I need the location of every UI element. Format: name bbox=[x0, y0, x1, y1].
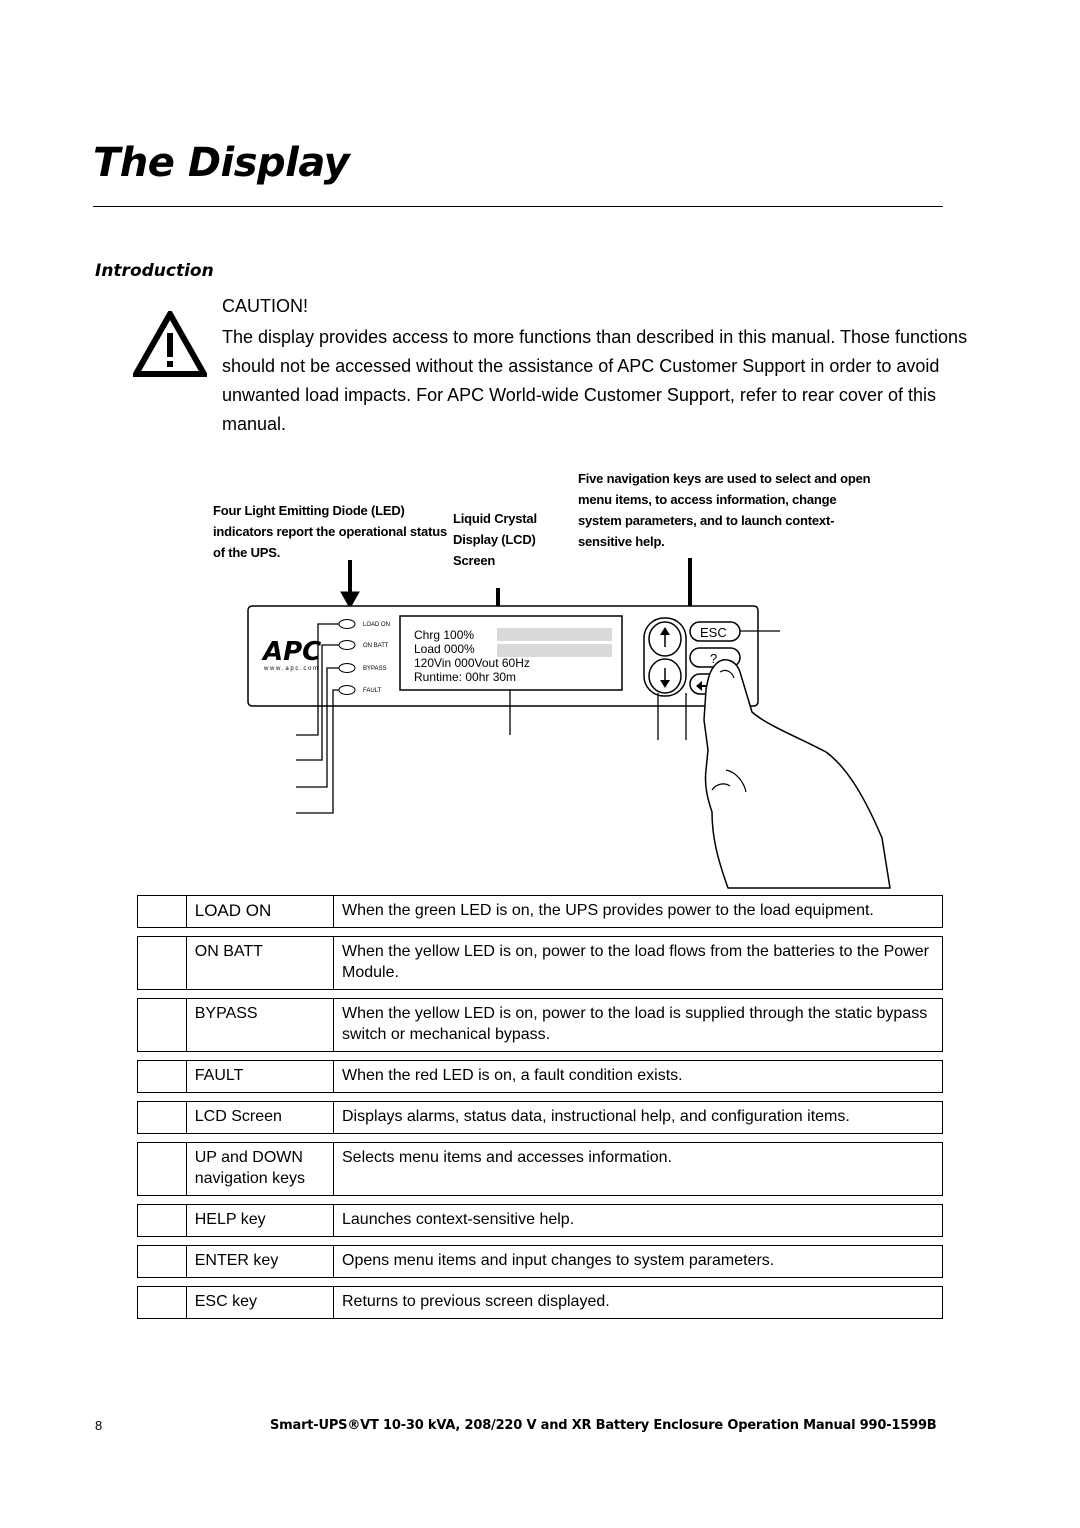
legend-item: LOAD ON bbox=[186, 895, 335, 928]
legend-description-cell: Opens menu items and input changes to sy… bbox=[333, 1245, 943, 1278]
legend-row: ENTER key Opens menu items and input chan… bbox=[137, 1245, 943, 1278]
led-indicators: LOAD ON ON BATT BYPASS FAULT bbox=[338, 619, 390, 695]
legend-description: Opens menu items and input changes to sy… bbox=[342, 1252, 775, 1269]
lcd-line-1: Chrg 100% bbox=[414, 628, 474, 642]
legend-blank-cell bbox=[137, 998, 187, 1052]
front-panel-diagram: APC w w w . a p c . c o m LOAD ON ON BAT… bbox=[247, 558, 891, 889]
down-arrow-icon bbox=[660, 680, 670, 688]
legend-description-cell: Displays alarms, status data, instructio… bbox=[333, 1101, 943, 1134]
title-divider bbox=[93, 206, 943, 207]
lcd-callout: Liquid Crystal Display (LCD) Screen bbox=[453, 511, 537, 568]
legend-row-gap bbox=[138, 1278, 943, 1287]
led-label-load-on: LOAD ON bbox=[363, 622, 390, 628]
caution-heading: CAUTION! bbox=[222, 296, 309, 316]
legend-blank-cell bbox=[137, 895, 187, 928]
led-load-on bbox=[338, 619, 356, 629]
help-key-label: ? bbox=[710, 651, 717, 666]
legend-item: BYPASS bbox=[186, 998, 335, 1052]
page-title: The Display bbox=[93, 140, 350, 186]
legend-description: When the yellow LED is on, power to the … bbox=[342, 943, 929, 981]
up-arrow-icon bbox=[660, 627, 670, 635]
legend-description: Displays alarms, status data, instructio… bbox=[342, 1108, 850, 1125]
legend-item: ENTER key bbox=[186, 1245, 335, 1278]
legend-description-cell: When the red LED is on, a fault conditio… bbox=[333, 1060, 943, 1093]
lcd-line-3: 120Vin 000Vout 60Hz bbox=[414, 656, 530, 670]
legend-description-cell: Returns to previous screen displayed. bbox=[333, 1286, 943, 1319]
legend-blank-cell bbox=[137, 1142, 187, 1196]
legend-row: UP and DOWN navigation keys Selects menu … bbox=[137, 1142, 943, 1196]
led-leader-lines bbox=[296, 623, 339, 814]
legend-row-gap bbox=[138, 928, 943, 937]
legend-description: Returns to previous screen displayed. bbox=[342, 1293, 610, 1310]
apc-website: w w w . a p c . c o m bbox=[263, 666, 318, 672]
legend-blank-cell bbox=[137, 1101, 187, 1134]
legend-item: UP and DOWN navigation keys bbox=[186, 1142, 335, 1196]
legend-blank-cell bbox=[137, 1286, 187, 1319]
led-label-on-batt: ON BATT bbox=[363, 643, 389, 649]
legend-blank-cell bbox=[137, 1060, 187, 1093]
legend-blank-cell bbox=[137, 1245, 187, 1278]
led-callout: Four Light Emitting Diode (LED) indicato… bbox=[213, 503, 447, 560]
warning-triangle-icon bbox=[133, 311, 207, 377]
legend-item: LCD Screen bbox=[186, 1101, 335, 1134]
lcd-charge-bar bbox=[497, 628, 612, 641]
legend-table: LOAD ON When the green LED is on, the UPS… bbox=[137, 895, 943, 1319]
legend-description-cell: When the green LED is on, the UPS provid… bbox=[333, 895, 943, 928]
lcd-line-4: Runtime: 00hr 30m bbox=[414, 670, 516, 684]
legend-item: ESC key bbox=[186, 1286, 335, 1319]
led-fault bbox=[338, 685, 356, 695]
lcd-load-bar bbox=[497, 644, 612, 657]
legend-blank-cell bbox=[137, 1204, 187, 1237]
enter-arrow-icon bbox=[696, 681, 702, 691]
led-label-bypass: BYPASS bbox=[363, 666, 387, 672]
legend-row-gap bbox=[138, 990, 943, 999]
legend-row: ESC key Returns to previous screen displa… bbox=[137, 1286, 943, 1319]
legend-row-gap bbox=[138, 1196, 943, 1205]
page-number: 8 bbox=[95, 1418, 103, 1433]
legend-row-gap bbox=[138, 1093, 943, 1102]
legend-item: ON BATT bbox=[186, 936, 335, 990]
legend-description: When the green LED is on, the UPS provid… bbox=[342, 902, 874, 919]
legend-item: FAULT bbox=[186, 1060, 335, 1093]
legend-description-cell: Launches context-sensitive help. bbox=[333, 1204, 943, 1237]
legend-row: HELP key Launches context-sensitive help. bbox=[137, 1204, 943, 1237]
led-label-fault: FAULT bbox=[363, 688, 382, 694]
legend-description-cell: Selects menu items and accesses informat… bbox=[333, 1142, 943, 1196]
legend-blank-cell bbox=[137, 936, 187, 990]
legend-description: Launches context-sensitive help. bbox=[342, 1211, 575, 1228]
esc-key-label: ESC bbox=[700, 625, 727, 640]
legend-row-gap bbox=[138, 1052, 943, 1061]
apc-logo: APC bbox=[261, 637, 321, 667]
legend-row: FAULT When the red LED is on, a fault con… bbox=[137, 1060, 943, 1093]
section-heading: Introduction bbox=[95, 261, 214, 281]
led-on-batt bbox=[338, 640, 356, 650]
legend-description-cell: When the yellow LED is on, power to the … bbox=[333, 998, 943, 1052]
legend-item: HELP key bbox=[186, 1204, 335, 1237]
nav-keys-callout: Five navigation keys are used to select … bbox=[578, 471, 871, 549]
legend-row: LOAD ON When the green LED is on, the UPS… bbox=[137, 895, 943, 928]
caution-body: The display provides access to more func… bbox=[222, 327, 968, 434]
legend-description: When the yellow LED is on, power to the … bbox=[342, 1005, 928, 1043]
legend-description: When the red LED is on, a fault conditio… bbox=[342, 1067, 683, 1084]
lcd-line-2: Load 000% bbox=[414, 642, 475, 656]
led-bypass bbox=[338, 663, 356, 673]
legend-row: LCD Screen Displays alarms, status data, … bbox=[137, 1101, 943, 1134]
legend-description: Selects menu items and accesses informat… bbox=[342, 1149, 672, 1166]
hand-illustration bbox=[703, 659, 891, 889]
legend-row-gap bbox=[138, 1134, 943, 1143]
footer-title: Smart-UPS®VT 10-30 kVA, 208/220 V and XR… bbox=[270, 1418, 937, 1433]
legend-description-cell: When the yellow LED is on, power to the … bbox=[333, 936, 943, 990]
legend-row-gap bbox=[138, 1237, 943, 1246]
